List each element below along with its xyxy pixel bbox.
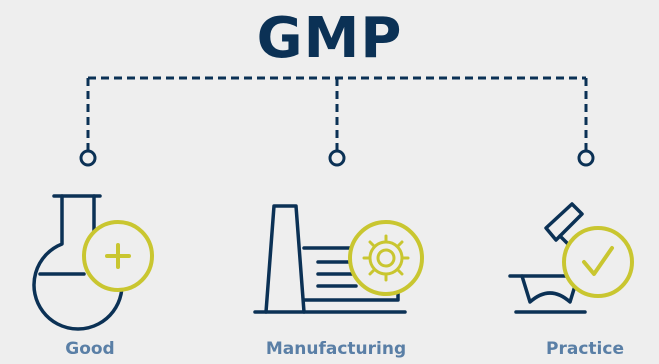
label-practice: Practice bbox=[546, 339, 624, 359]
factory-gear-icon bbox=[253, 204, 424, 314]
label-manufacturing: Manufacturing bbox=[265, 339, 407, 359]
flask-plus-icon bbox=[32, 194, 154, 331]
node-left bbox=[79, 149, 97, 167]
connector-lines bbox=[86, 76, 588, 150]
connector-nodes bbox=[79, 149, 595, 167]
node-center bbox=[328, 149, 346, 167]
page-title: GMP bbox=[256, 6, 403, 71]
microscope-check-icon bbox=[508, 202, 634, 314]
label-good: Good bbox=[65, 339, 115, 359]
node-right bbox=[577, 149, 595, 167]
